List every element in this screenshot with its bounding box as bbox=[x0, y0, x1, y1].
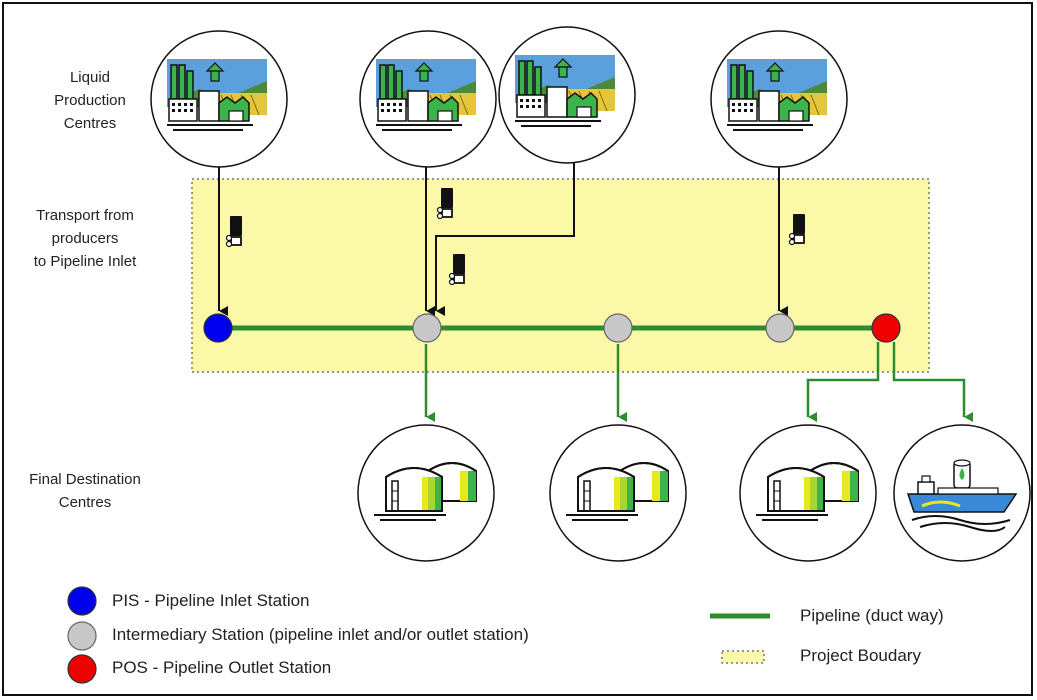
production-centre-4 bbox=[710, 30, 848, 168]
destination-centre-2 bbox=[549, 424, 687, 562]
legend-boundary-label: Project Boudary bbox=[800, 646, 921, 665]
delivery-arrows bbox=[424, 342, 973, 422]
tanker-ship-icon bbox=[906, 459, 1018, 532]
transport-row-label: Transport from producers to Pipeline Inl… bbox=[33, 207, 137, 270]
legend-intermediary-label: Intermediary Station (pipeline inlet and… bbox=[112, 625, 529, 644]
destination-centre-1 bbox=[357, 424, 495, 562]
legend-boundary-marker bbox=[721, 650, 765, 664]
production-centre-2 bbox=[359, 30, 497, 168]
destination-row-label: Final Destination Centres bbox=[29, 471, 141, 511]
production-centre-3 bbox=[498, 26, 636, 164]
transport-arrows bbox=[218, 163, 788, 316]
pos-station bbox=[871, 313, 901, 343]
production-centre-1 bbox=[150, 30, 288, 168]
destination-centre-3 bbox=[739, 424, 877, 562]
transport-arrow-3 bbox=[435, 163, 575, 316]
delivery-arrow-3 bbox=[806, 342, 880, 422]
legend-pos-label: POS - Pipeline Outlet Station bbox=[112, 658, 332, 677]
delivery-arrow-4 bbox=[892, 342, 973, 422]
intermediary-station-1 bbox=[412, 313, 442, 343]
legend-intermediary-marker bbox=[67, 621, 97, 651]
project-boundary-area bbox=[191, 178, 930, 373]
legend-pis-marker bbox=[67, 586, 97, 616]
pis-station bbox=[203, 313, 233, 343]
legend-pipeline-label: Pipeline (duct way) bbox=[800, 606, 944, 625]
destination-centre-4 bbox=[893, 424, 1031, 562]
intermediary-station-2 bbox=[603, 313, 633, 343]
legend-pis-label: PIS - Pipeline Inlet Station bbox=[112, 591, 310, 610]
intermediary-station-3 bbox=[765, 313, 795, 343]
legend-pos-marker bbox=[67, 654, 97, 684]
production-row-label: Liquid Production Centres bbox=[54, 69, 126, 132]
